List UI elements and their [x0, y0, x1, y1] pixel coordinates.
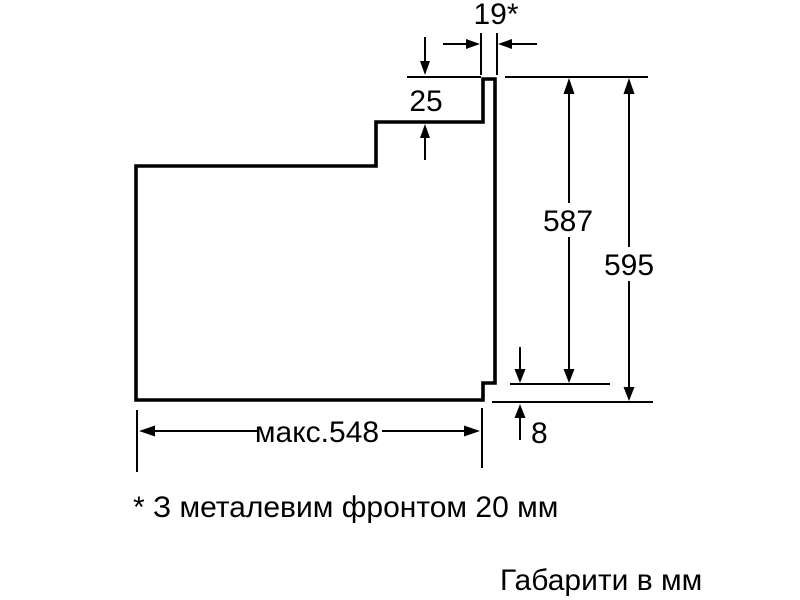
- dim-label-bottom-offset: 8: [531, 417, 548, 450]
- dim-label-max-depth: макс.548: [255, 416, 379, 449]
- arrow-left-icon: [498, 39, 512, 49]
- dim-bottom-offset: 8: [514, 347, 548, 450]
- dim-label-body-height: 587: [543, 205, 593, 238]
- dim-top-offset: 25: [407, 37, 481, 160]
- arrow-down-icon: [514, 369, 526, 383]
- dim-label-top-offset: 25: [409, 85, 442, 118]
- dim-max-depth: макс.548: [136, 408, 483, 472]
- arrow-right-icon: [464, 425, 480, 437]
- arrow-up-icon: [420, 124, 430, 138]
- arrow-right-icon: [466, 39, 480, 49]
- arrow-up-icon: [623, 78, 635, 94]
- dim-label-front-thickness: 19*: [473, 0, 518, 31]
- arrow-down-icon: [623, 387, 635, 401]
- arrow-up-icon: [514, 404, 526, 418]
- units-caption: Габарити в мм: [500, 564, 702, 597]
- dim-total-height: 595: [492, 78, 654, 403]
- dim-body-height: 587: [510, 78, 610, 385]
- oven-outline: [134, 77, 497, 402]
- dim-label-total-height: 595: [604, 249, 654, 282]
- dim-front-thickness: 19*: [443, 0, 537, 75]
- footnote-text: * З металевим фронтом 20 мм: [133, 491, 558, 524]
- arrow-down-icon: [563, 369, 575, 383]
- arrow-down-icon: [420, 61, 430, 75]
- arrow-left-icon: [139, 425, 155, 437]
- arrow-up-icon: [563, 78, 575, 94]
